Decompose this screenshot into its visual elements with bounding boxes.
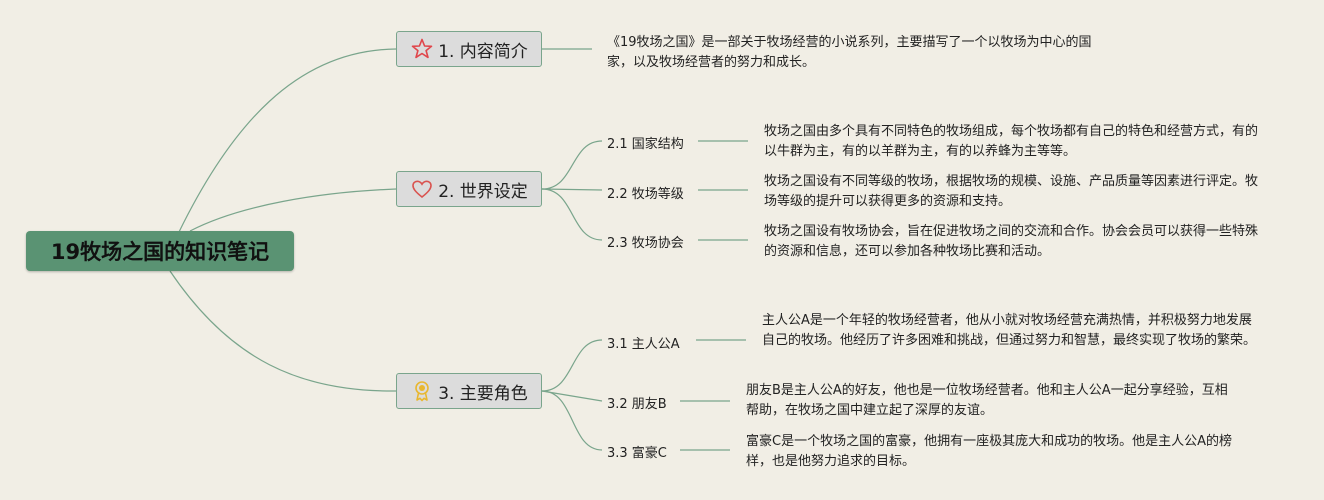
section-2-node[interactable]: 2. 世界设定: [396, 171, 542, 207]
connector-root-sec2: [189, 188, 397, 232]
connector-sec2-22: [541, 188, 603, 191]
connector-sec2-23: [541, 188, 603, 241]
star-icon: [410, 37, 434, 61]
connector-sec2-21: [541, 140, 603, 190]
section-1-desc: 《19牧场之国》是一部关于牧场经营的小说系列，主要描写了一个以牧场为中心的国家，…: [607, 35, 1092, 70]
section-3-node[interactable]: 3. 主要角色: [396, 373, 542, 409]
subtopic-2-3[interactable]: 2.3 牧场协会: [607, 236, 684, 251]
section-1-label: 1. 内容简介: [438, 41, 528, 62]
connector-root-sec3: [169, 270, 397, 392]
subtopic-3-3-desc: 富豪C是一个牧场之国的富豪，他拥有一座极其庞大和成功的牧场。他是主人公A的榜样，…: [746, 434, 1232, 469]
connector-root-sec1: [169, 48, 397, 252]
subtopic-3-3[interactable]: 3.3 富豪C: [607, 446, 667, 461]
subtopic-3-2-desc: 朋友B是主人公A的好友，他也是一位牧场经营者。他和主人公A一起分享经验，互相帮助…: [746, 383, 1228, 418]
section-3-label: 3. 主要角色: [438, 383, 528, 404]
subtopic-2-2[interactable]: 2.2 牧场等级: [607, 187, 684, 202]
subtopic-2-2-desc: 牧场之国设有不同等级的牧场，根据牧场的规模、设施、产品质量等因素进行评定。牧场等…: [764, 174, 1259, 209]
heart-icon: [410, 177, 434, 201]
medal-icon: [410, 379, 434, 403]
subtopic-2-3-desc: 牧场之国设有牧场协会，旨在促进牧场之间的交流和合作。协会会员可以获得一些特殊的资…: [764, 224, 1259, 259]
section-1-node[interactable]: 1. 内容简介: [396, 31, 542, 67]
subtopic-2-1[interactable]: 2.1 国家结构: [607, 137, 684, 152]
subtopic-3-1[interactable]: 3.1 主人公A: [607, 337, 680, 352]
connector-sec3-33: [541, 390, 603, 451]
section-2-label: 2. 世界设定: [438, 181, 528, 202]
subtopic-3-2[interactable]: 3.2 朋友B: [607, 397, 667, 412]
subtopic-2-1-desc: 牧场之国由多个具有不同特色的牧场组成，每个牧场都有自己的特色和经营方式，有的以牛…: [764, 124, 1259, 159]
subtopic-3-1-desc: 主人公A是一个年轻的牧场经营者，他从小就对牧场经营充满热情，并积极努力地发展自己…: [762, 313, 1257, 348]
connector-sec3-31: [541, 339, 603, 392]
root-node[interactable]: 19牧场之国的知识笔记: [26, 231, 294, 271]
root-title: 19牧场之国的知识笔记: [50, 240, 270, 264]
